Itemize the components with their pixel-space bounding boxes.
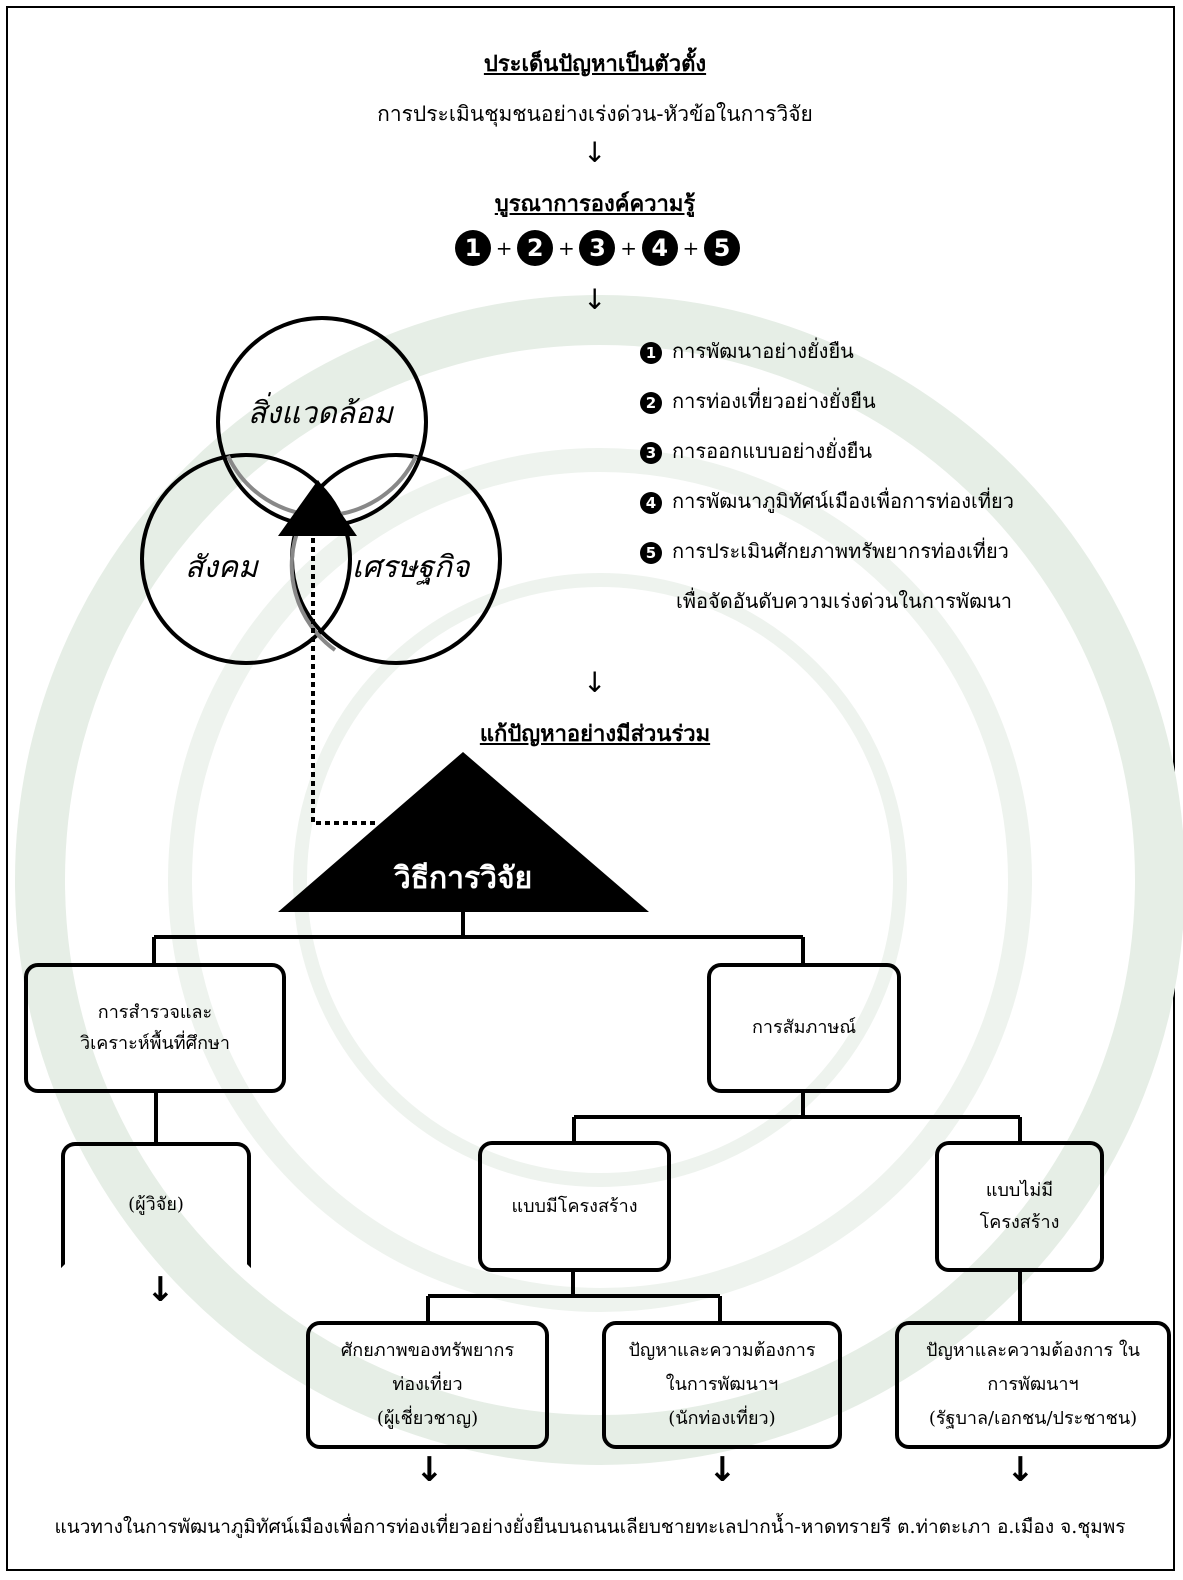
stakeholder-box: ปัญหาและความต้องการ ใน การพัฒนาฯ (รัฐบาล… [895,1321,1171,1449]
potential-box: ศักยภาพของทรัพยากร ท่องเที่ยว (ผู้เชี่ยว… [306,1321,549,1449]
potential-line-2: ท่องเที่ยว [392,1373,463,1395]
legend-num: 1 [640,341,662,364]
arrow-1: ↓ [583,136,607,169]
arrow-stakeholder: ↓ [1006,1450,1035,1490]
formula-num-5: 5 [703,230,740,266]
structured-label: แบบมีโครงสร้าง [511,1195,638,1217]
legend-item-5-cont: เพื่อจัดอันดับความเร่งด่วนในการพัฒนา [676,589,1013,613]
survey-box: การสำรวจและ วิเคราะห์พื้นที่ศึกษา [24,963,286,1093]
method-triangle [278,752,649,912]
venn-label-economy: เศรษฐกิจ [352,550,470,585]
legend-item-4: 4 การพัฒนาภูมิทัศน์เมืองเพื่อการท่องเที่ย… [640,485,1014,517]
legend-item-3: 3 การออกแบบอย่างยั่งยืน [640,435,872,467]
legend-text: การท่องเที่ยวอย่างยั่งยืน [672,389,876,413]
structured-box: แบบมีโครงสร้าง [478,1141,671,1272]
legend-num: 4 [640,491,662,514]
arrow-potential: ↓ [415,1450,444,1490]
method-label: วิธีการวิจัย [393,861,533,896]
unstructured-box: แบบไม่มี โครงสร้าง [935,1141,1104,1272]
legend-num: 2 [640,391,662,414]
venn-circle-society [140,453,352,665]
tourist-line-3: (นักท่องเที่ยว) [668,1408,776,1430]
interview-box: การสัมภาษณ์ [707,963,901,1093]
legend-text: การประเมินศักยภาพทรัพยากรท่องเที่ยว [672,539,1009,563]
interview-label: การสัมภาษณ์ [751,1017,857,1039]
plus-sign: + [557,236,575,260]
participation-title: แก้ปัญหาอย่างมีส่วนร่วม [479,721,711,747]
footer-conclusion: แนวทางในการพัฒนาภูมิทัศน์เมืองเพื่อการท่… [54,1516,1126,1538]
researcher-box: (ผู้วิจัย) [61,1142,251,1268]
formula-num-1: 1 [455,230,491,266]
survey-line-1: การสำรวจและ [97,1001,213,1023]
venn-label-society: สังคม [185,550,258,585]
tourist-line-2: ในการพัฒนาฯ [665,1373,779,1395]
formula-num-2: 2 [517,230,554,266]
researcher-label: (ผู้วิจัย) [128,1194,184,1216]
integration-title: บูรณาการองค์ความรู้ [494,191,696,217]
knowledge-formula: 1 + 2 + 3 + 4 + 5 [455,230,740,266]
subtitle: การประเมินชุมชนอย่างเร่งด่วน-หัวข้อในการ… [377,102,813,126]
legend-item-2: 2 การท่องเที่ยวอย่างยั่งยืน [640,385,876,417]
survey-line-2: วิเคราะห์พื้นที่ศึกษา [80,1033,230,1054]
plus-sign: + [682,236,700,260]
stakeholder-line-1: ปัญหาและความต้องการ ใน [926,1339,1140,1361]
formula-num-4: 4 [641,230,678,266]
venn-label-environment: สิ่งแวดล้อม [248,396,393,431]
arrow-tourist: ↓ [708,1450,737,1490]
stakeholder-line-2: การพัฒนาฯ [987,1373,1079,1395]
tourist-box: ปัญหาและความต้องการ ในการพัฒนาฯ (นักท่อง… [602,1321,842,1449]
legend-text: การพัฒนาภูมิทัศน์เมืองเพื่อการท่องเที่ยว [672,489,1014,513]
legend-num: 5 [640,541,662,564]
potential-line-3: (ผู้เชี่ยวชาญ) [376,1408,479,1430]
stakeholder-line-3: (รัฐบาล/เอกชน/ประชาชน) [928,1408,1138,1430]
unstructured-line-2: โครงสร้าง [979,1211,1060,1233]
arrow-researcher: ↓ [146,1270,175,1310]
legend-text: การพัฒนาอย่างยั่งยืน [672,339,854,363]
arrow-3: ↓ [583,666,607,699]
arrow-2: ↓ [583,283,607,316]
page-title: ประเด็นปัญหาเป็นตัวตั้ง [483,51,707,77]
plus-sign: + [620,236,637,260]
potential-line-1: ศักยภาพของทรัพยากร [340,1339,515,1361]
dotted-connector [311,538,378,825]
legend-text: การออกแบบอย่างยั่งยืน [672,439,873,463]
plus-sign: + [495,236,513,260]
venn-triangle [278,480,357,536]
unstructured-line-1: แบบไม่มี [985,1180,1054,1201]
legend-num: 3 [640,441,662,464]
formula-num-3: 3 [579,230,616,266]
legend-item-5: 5 การประเมินศักยภาพทรัพยากรท่องเที่ยว [640,535,1009,567]
legend-item-1: 1 การพัฒนาอย่างยั่งยืน [640,335,854,367]
tourist-line-1: ปัญหาและความต้องการ [628,1339,816,1361]
